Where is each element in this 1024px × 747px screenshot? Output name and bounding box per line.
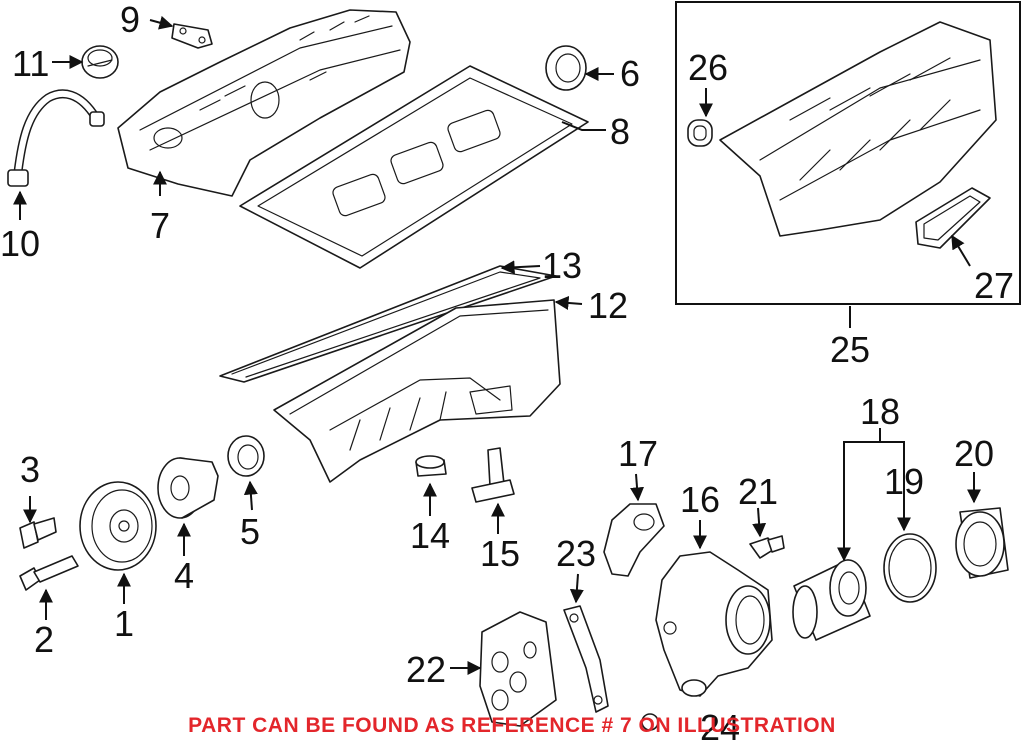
oil-filter (792, 559, 871, 641)
callout-7: 7 (150, 205, 170, 246)
reference-footnote: PART CAN BE FOUND AS REFERENCE # 7 ON IL… (188, 714, 836, 737)
oil-pan-gasket (219, 265, 557, 383)
callout-22: 22 (406, 649, 446, 690)
callout-27: 27 (974, 265, 1014, 306)
callout-20: 20 (954, 433, 994, 474)
oil-filter-housing (655, 551, 773, 697)
oil-filler-cap (81, 45, 119, 79)
callout-24: 24 (700, 707, 740, 747)
seal-ring-5 (227, 435, 265, 477)
intake-manifold (719, 21, 997, 237)
callout-11: 11 (12, 43, 49, 84)
sensor-plug (749, 535, 785, 559)
crankshaft-pulley (79, 481, 157, 571)
callout-5: 5 (240, 511, 260, 552)
rubber-mount (415, 455, 447, 477)
callout-10: 10 (0, 223, 40, 264)
callout-8: 8 (610, 111, 630, 152)
callout-26: 26 (688, 47, 728, 88)
callout-4: 4 (174, 555, 194, 596)
callout-12: 12 (588, 285, 628, 326)
callout-19: 19 (884, 461, 924, 502)
callout-23: 23 (556, 533, 596, 574)
callout-3: 3 (20, 449, 40, 490)
manifold-seal-26 (687, 119, 713, 147)
intake-manifold-inset-frame (675, 1, 1021, 305)
callout-2: 2 (34, 619, 54, 660)
callout-15: 15 (480, 533, 520, 574)
bolt-2 (19, 555, 79, 591)
leader-lines (13, 15, 981, 675)
callout-25: 25 (830, 329, 870, 370)
callout-16: 16 (680, 479, 720, 520)
timing-cover-plate (603, 503, 665, 577)
pcv-hose (7, 89, 105, 187)
bolt-3 (19, 517, 57, 549)
housing-gasket (563, 605, 609, 713)
callout-13: 13 (542, 245, 582, 286)
callout-18: 18 (860, 391, 900, 432)
valve-cover (117, 9, 411, 197)
oil-pump (479, 611, 557, 727)
callout-6: 6 (620, 53, 640, 94)
callout-21: 21 (738, 471, 778, 512)
small-flange-gasket (171, 23, 213, 49)
oil-level-sensor (471, 447, 515, 503)
oil-pan (273, 299, 561, 483)
washer-24 (641, 713, 659, 731)
manifold-gasket-27 (915, 187, 991, 249)
valve-cover-gasket (239, 65, 589, 269)
oil-filter-cap (955, 507, 1009, 579)
callout-1: 1 (114, 603, 134, 644)
seal-ring-6 (545, 45, 587, 91)
callout-9: 9 (120, 0, 140, 40)
callout-14: 14 (410, 515, 450, 556)
crankshaft-hub (157, 457, 219, 519)
callout-17: 17 (618, 433, 658, 474)
o-ring-19 (883, 533, 937, 603)
